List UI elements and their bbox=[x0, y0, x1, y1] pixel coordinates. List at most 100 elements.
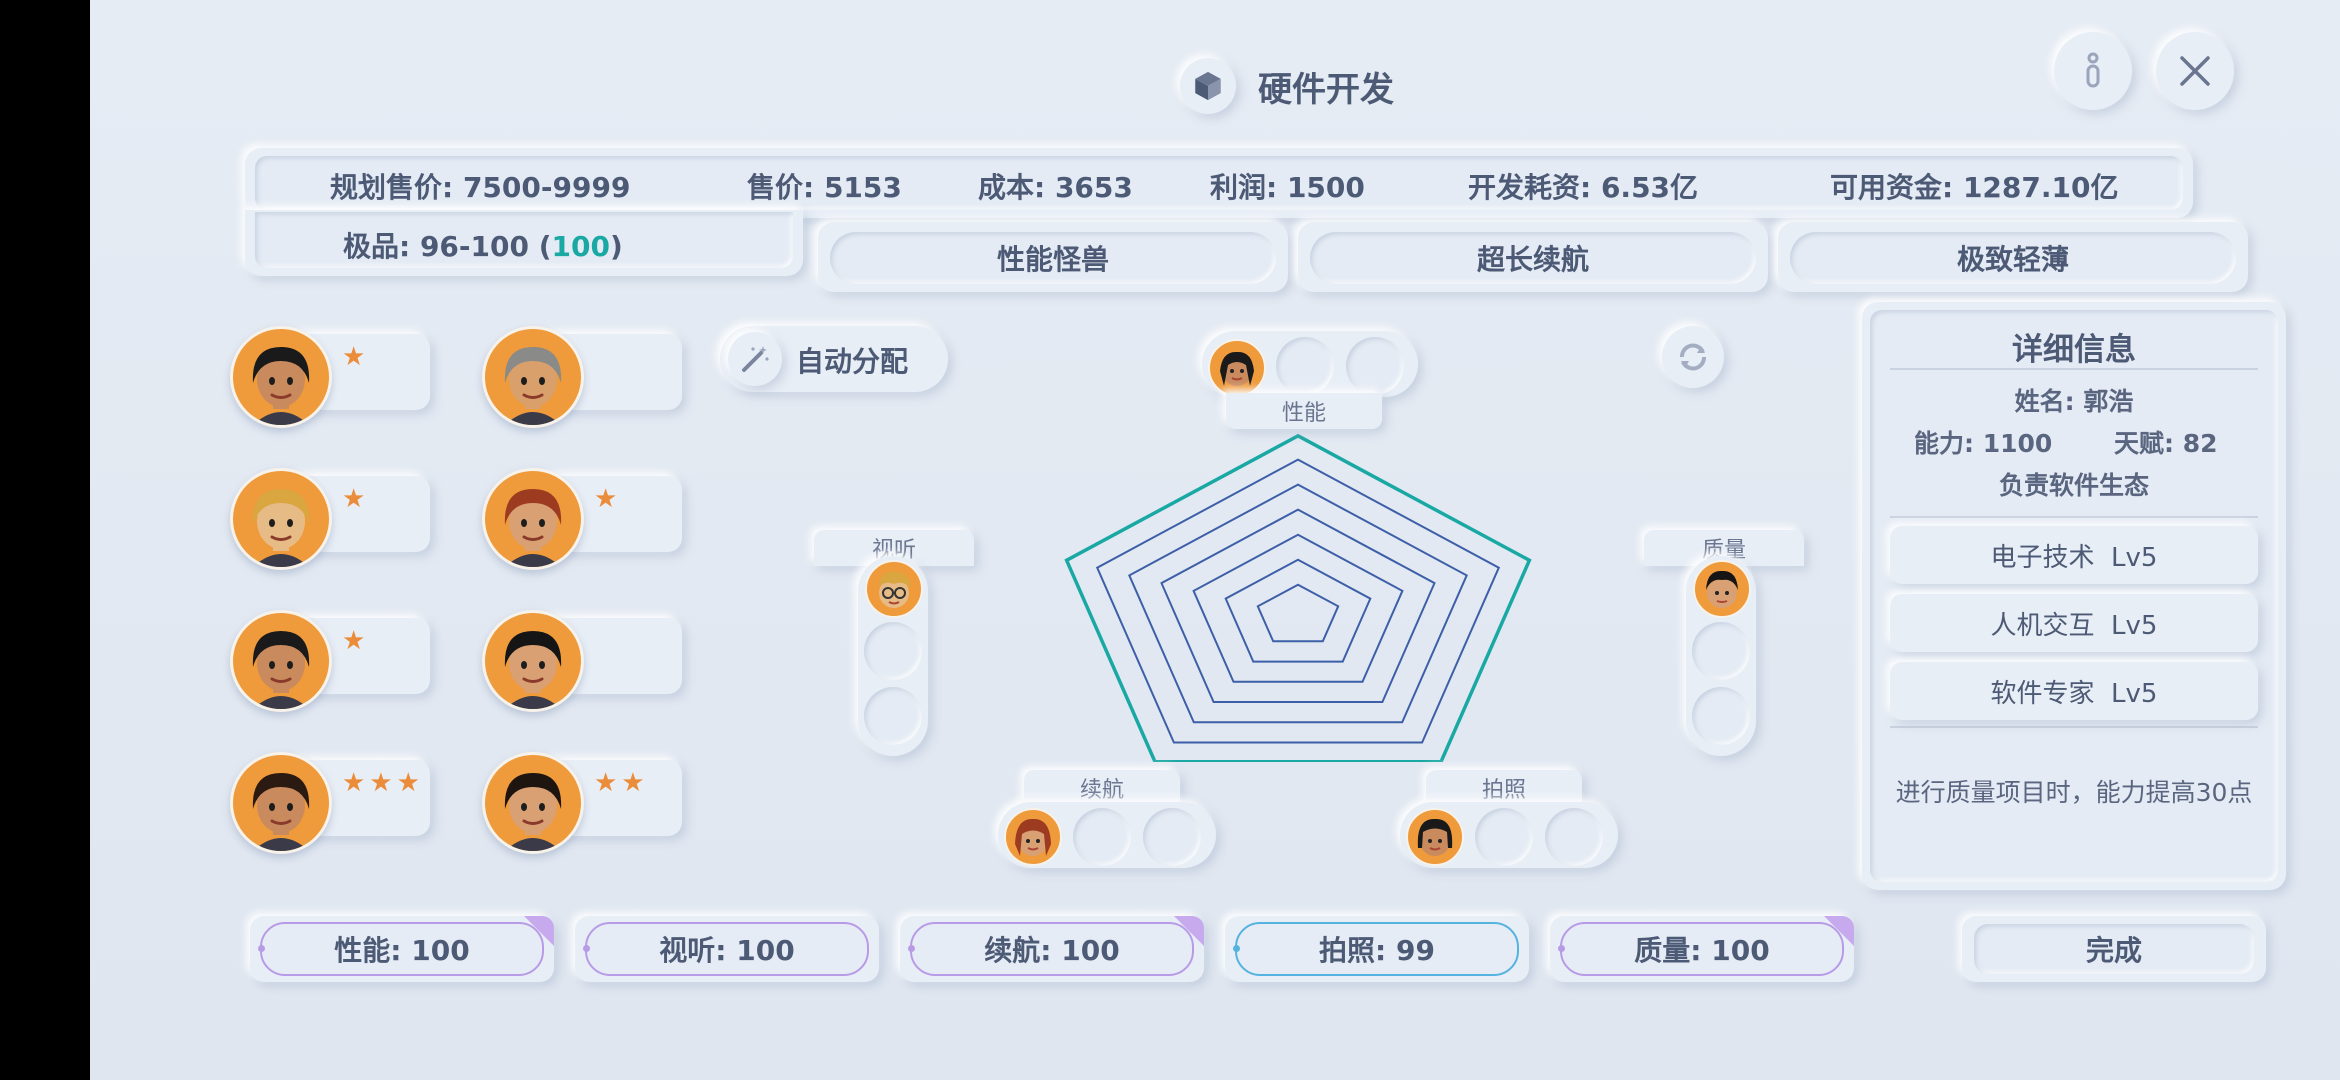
attr-audiovisual[interactable]: 视听: 100 bbox=[583, 922, 869, 976]
details-title: 详细信息 bbox=[2012, 332, 2136, 368]
divider bbox=[1890, 368, 2258, 370]
attr-quality[interactable]: 质量: 100 bbox=[1558, 922, 1844, 976]
info-icon bbox=[2086, 52, 2100, 88]
empty-slot[interactable] bbox=[1692, 622, 1750, 680]
divider bbox=[1890, 726, 2258, 728]
staff-avatar[interactable] bbox=[482, 752, 584, 854]
empty-slot[interactable] bbox=[1276, 337, 1334, 395]
radar-data-polygon bbox=[1064, 433, 1532, 762]
staff-avatar[interactable] bbox=[230, 752, 332, 854]
assigned-avatar-performance[interactable] bbox=[1208, 339, 1266, 397]
attr-quality-label: 质量: 100 bbox=[1634, 934, 1770, 967]
available-funds: 可用资金: 1287.10亿 bbox=[1830, 171, 2119, 204]
label-camera: 拍照 bbox=[1426, 770, 1582, 806]
skill-item: 电子技术 Lv5 bbox=[1890, 526, 2258, 584]
corner-marker bbox=[1174, 916, 1204, 946]
staff-stars: ★ bbox=[594, 484, 622, 514]
grade-suffix: ) bbox=[609, 230, 623, 263]
label-performance: 性能 bbox=[1226, 393, 1382, 429]
attr-audiovisual-frame: 视听: 100 bbox=[575, 916, 879, 982]
empty-slot[interactable] bbox=[1143, 808, 1201, 866]
corner-marker bbox=[524, 916, 554, 946]
empty-slot[interactable] bbox=[1073, 808, 1131, 866]
attr-battery-frame: 续航: 100 bbox=[900, 916, 1204, 982]
grade-range: 极品: 96-100 (100) bbox=[343, 225, 623, 265]
stats-bar-inner bbox=[255, 156, 2183, 210]
magic-wand-icon bbox=[728, 332, 782, 386]
attr-performance-label: 性能: 100 bbox=[334, 934, 470, 967]
staff-talent: 天赋: 82 bbox=[2114, 429, 2218, 458]
attr-audiovisual-label: 视听: 100 bbox=[659, 934, 795, 967]
cube-icon bbox=[1180, 58, 1236, 114]
profit: 利润: 1500 bbox=[1210, 171, 1365, 204]
feature-performance[interactable]: 性能怪兽 bbox=[830, 232, 1276, 284]
staff-avatar[interactable] bbox=[482, 468, 584, 570]
indicator-dot bbox=[1233, 945, 1240, 952]
empty-slot[interactable] bbox=[1346, 337, 1404, 395]
price: 售价: 5153 bbox=[747, 171, 902, 204]
feature-battery[interactable]: 超长续航 bbox=[1310, 232, 1756, 284]
done-button-frame: 完成 bbox=[1962, 916, 2266, 982]
left-black-bar bbox=[0, 0, 90, 1080]
info-button[interactable] bbox=[2054, 32, 2132, 110]
staff-avatar[interactable] bbox=[230, 610, 332, 712]
staff-stars: ★ bbox=[342, 626, 370, 656]
radar-ring bbox=[1256, 583, 1340, 643]
staff-avatar[interactable] bbox=[230, 326, 332, 428]
done-button[interactable]: 完成 bbox=[1974, 924, 2254, 974]
staff-avatar[interactable] bbox=[482, 326, 584, 428]
close-button[interactable] bbox=[2156, 32, 2234, 110]
empty-slot[interactable] bbox=[1692, 687, 1750, 745]
label-battery: 续航 bbox=[1024, 770, 1180, 806]
grade-box-inner bbox=[255, 212, 793, 268]
planned-price: 规划售价: 7500-9999 bbox=[330, 171, 631, 204]
assigned-avatar-audiovisual[interactable] bbox=[865, 560, 923, 618]
empty-slot[interactable] bbox=[864, 687, 922, 745]
radar-ring bbox=[1224, 558, 1372, 663]
attr-camera-frame: 拍照: 99 bbox=[1225, 916, 1529, 982]
assigned-avatar-battery[interactable] bbox=[1004, 808, 1062, 866]
indicator-dot bbox=[1558, 945, 1565, 952]
assigned-avatar-camera[interactable] bbox=[1406, 808, 1464, 866]
empty-slot[interactable] bbox=[1475, 808, 1533, 866]
staff-stars: ★★ bbox=[594, 768, 649, 798]
attr-battery[interactable]: 续航: 100 bbox=[908, 922, 1194, 976]
attr-performance-frame: 性能: 100 bbox=[250, 916, 554, 982]
radar-ring bbox=[1095, 458, 1501, 744]
empty-slot[interactable] bbox=[864, 622, 922, 680]
auto-assign-label: 自动分配 bbox=[796, 345, 909, 378]
hardware-dev-panel: 硬件开发 规划售价: 7500-9999 售价: 5153 成本: 3653 利… bbox=[90, 0, 2340, 1080]
assigned-avatar-quality[interactable] bbox=[1693, 560, 1751, 618]
attr-quality-frame: 质量: 100 bbox=[1550, 916, 1854, 982]
corner-marker bbox=[1824, 916, 1854, 946]
title-bar: 硬件开发 bbox=[1180, 56, 1394, 116]
staff-role: 负责软件生态 bbox=[1998, 471, 2149, 500]
staff-avatar[interactable] bbox=[482, 610, 584, 712]
attr-camera-label: 拍照: 99 bbox=[1319, 934, 1435, 967]
cost: 成本: 3653 bbox=[978, 171, 1133, 204]
indicator-dot bbox=[908, 945, 915, 952]
auto-assign-button[interactable]: 自动分配 bbox=[720, 326, 948, 392]
feature-thin[interactable]: 极致轻薄 bbox=[1790, 232, 2236, 284]
staff-avatar[interactable] bbox=[230, 468, 332, 570]
skill-item: 软件专家 Lv5 bbox=[1890, 662, 2258, 720]
close-icon bbox=[2180, 56, 2210, 86]
skill-description: 进行质量项目时，能力提高30点 bbox=[1895, 778, 2253, 807]
indicator-dot bbox=[258, 945, 265, 952]
skill-item: 人机交互 Lv5 bbox=[1890, 594, 2258, 652]
empty-slot[interactable] bbox=[1545, 808, 1603, 866]
staff-stars: ★ bbox=[342, 342, 370, 372]
refresh-button[interactable] bbox=[1662, 326, 1724, 388]
attr-battery-label: 续航: 100 bbox=[984, 934, 1120, 967]
staff-stars: ★★★ bbox=[342, 768, 424, 798]
radar-ring bbox=[1128, 483, 1468, 724]
dev-cost: 开发耗资: 6.53亿 bbox=[1468, 171, 1699, 204]
attr-performance[interactable]: 性能: 100 bbox=[258, 922, 544, 976]
radar-ring bbox=[1160, 508, 1436, 703]
grade-prefix: 极品: 96-100 ( bbox=[343, 230, 552, 263]
staff-name: 姓名: 郭浩 bbox=[2014, 387, 2134, 416]
attr-camera[interactable]: 拍照: 99 bbox=[1233, 922, 1519, 976]
radar-ring bbox=[1192, 533, 1404, 683]
grade-value: 100 bbox=[551, 230, 610, 263]
refresh-icon bbox=[1680, 343, 1706, 371]
